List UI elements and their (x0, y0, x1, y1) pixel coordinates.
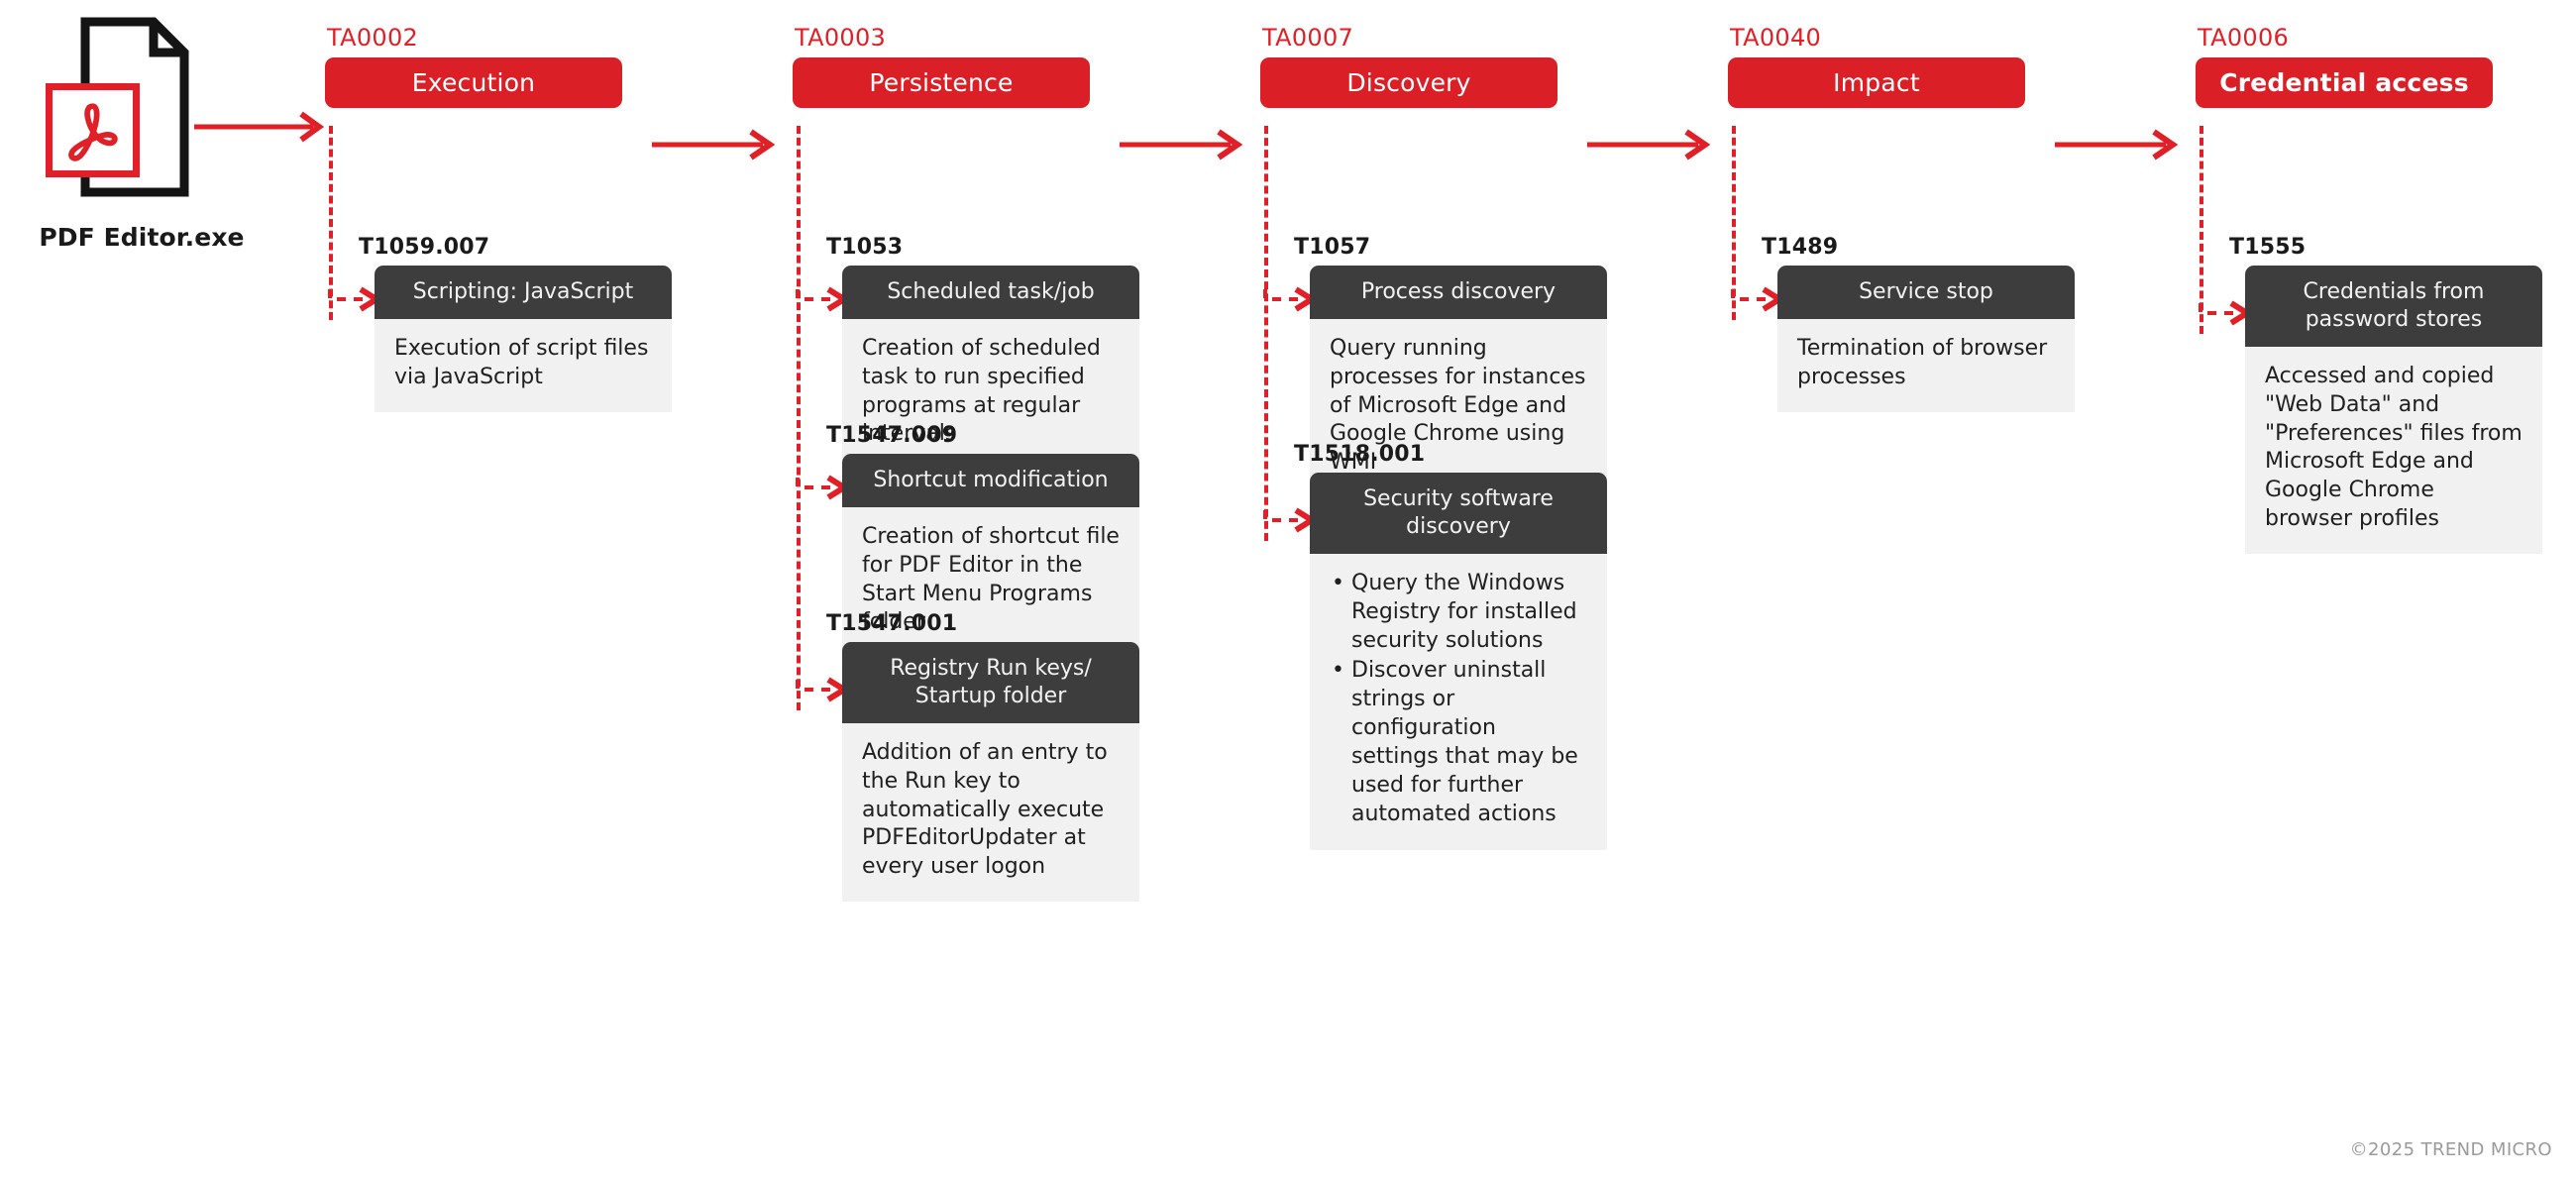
phase-box[interactable]: Persistence (793, 57, 1090, 108)
technique-id-label: T1555 (2229, 235, 2307, 260)
pdf-file-icon (46, 12, 219, 205)
technique-id-label: T1489 (1762, 235, 1839, 260)
phase-connector-arrow-icon (652, 129, 776, 161)
technique-id-label: T1057 (1294, 235, 1371, 260)
technique-title: Scripting: JavaScript (375, 266, 672, 320)
phase-arrow (1120, 128, 1243, 161)
technique-title: Credentials from password stores (2245, 266, 2542, 347)
technique-description: Creation of shortcut file for PDF Editor… (842, 507, 1139, 658)
dashed-spine (329, 126, 336, 320)
technique-title: Service stop (1777, 266, 2075, 320)
phase-box[interactable]: Discovery (1260, 57, 1557, 108)
acrobat-logo-icon (46, 83, 140, 177)
phase-connector-arrow-icon (1120, 129, 1243, 161)
tactic-id-label: TA0003 (795, 24, 887, 52)
source-file-label: PDF Editor.exe (39, 223, 245, 252)
tactic-id-label: TA0002 (327, 24, 419, 52)
technique-description-item: Discover uninstall strings or configurat… (1332, 657, 1587, 828)
technique-id-label: T1547.001 (826, 611, 958, 636)
technique-description-item: Query the Windows Registry for installed… (1332, 570, 1587, 655)
technique-title: Scheduled task/job (842, 266, 1139, 320)
dashed-spine (797, 126, 804, 710)
dashed-spine (2200, 126, 2206, 334)
phase-arrow (1587, 128, 1711, 161)
technique-id-label: T1053 (826, 235, 904, 260)
technique-id-label: T1547.009 (826, 423, 958, 448)
phase-connector-arrow-icon (1587, 129, 1711, 161)
technique-description: Accessed and copied "Web Data" and "Pref… (2245, 347, 2542, 554)
technique-title: Registry Run keys/ Startup folder (842, 642, 1139, 723)
dashed-spine (1732, 126, 1739, 320)
source-file-node: PDF Editor.exe (28, 12, 256, 252)
technique-id-label: T1518.001 (1294, 442, 1426, 467)
phase-box[interactable]: Impact (1728, 57, 2025, 108)
phase-arrow (2055, 128, 2179, 161)
entry-arrow-icon (194, 111, 325, 143)
dashed-spine (1264, 126, 1271, 541)
technique-description: Creation of scheduled task to run specif… (842, 319, 1139, 470)
technique-title: Process discovery (1310, 266, 1607, 320)
technique-description: Execution of script files via JavaScript (375, 319, 672, 412)
phase-connector-arrow-icon (2055, 129, 2179, 161)
tactic-id-label: TA0040 (1730, 24, 1822, 52)
technique-description: Query the Windows Registry for installed… (1310, 554, 1607, 851)
technique-description: Query running processes for instances of… (1310, 319, 1607, 498)
phase-arrow (652, 128, 776, 161)
tactic-id-label: TA0006 (2198, 24, 2290, 52)
phase-box[interactable]: Execution (325, 57, 622, 108)
technique-title: Security software discovery (1310, 473, 1607, 554)
copyright-notice: ©2025 TREND MICRO (2349, 1139, 2552, 1160)
phase-box[interactable]: Credential access (2196, 57, 2493, 108)
tactic-id-label: TA0007 (1262, 24, 1354, 52)
technique-description: Termination of browser processes (1777, 319, 2075, 412)
technique-title: Shortcut modification (842, 454, 1139, 508)
technique-id-label: T1059.007 (359, 235, 490, 260)
technique-description: Addition of an entry to the Run key to a… (842, 723, 1139, 903)
